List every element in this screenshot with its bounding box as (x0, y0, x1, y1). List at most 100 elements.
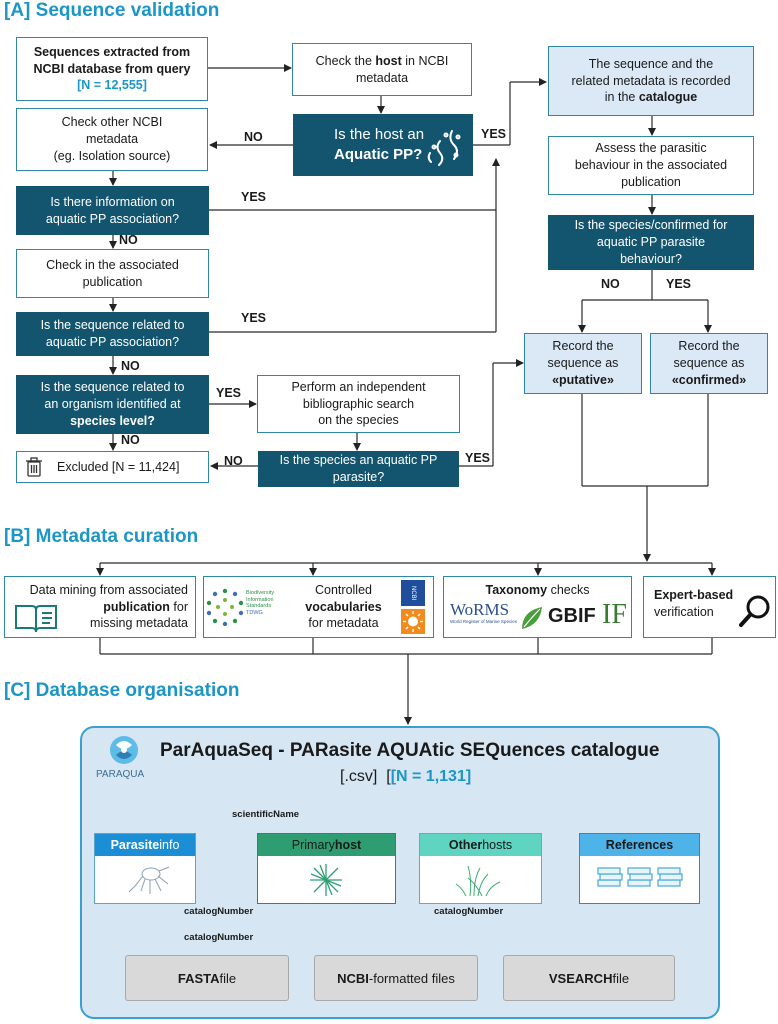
check-host-text-d: metadata (355, 70, 409, 85)
mining-line2: publication (103, 599, 170, 614)
record-putative-box: Record the sequence as «putative» (524, 333, 642, 394)
confirmed-line1: Record the (678, 339, 740, 354)
tdwg-line2: Information (246, 596, 274, 603)
label-yes-org: YES (216, 386, 242, 400)
bibliographic-search-box: Perform an independent bibliographic sea… (257, 375, 460, 433)
magnifier-icon (739, 595, 770, 627)
parasite-b: info (159, 838, 180, 852)
host-b: host (334, 838, 362, 852)
confirmed-behaviour-decision: Is the species/confirmed for aquatic PP … (548, 215, 754, 270)
confirmed-line2: sequence as (673, 356, 745, 371)
label-yes-confirmed: YES (666, 277, 692, 291)
check-host-text-a: Check the (315, 53, 376, 68)
check-pub-line2: publication (82, 274, 143, 289)
if-logo: IF (602, 599, 627, 630)
mining-line1: Data mining from associated (29, 582, 188, 597)
info-aquatic-decision: Is there information on aquatic PP assoc… (16, 186, 209, 235)
extract-line2: NCBI database from query (33, 61, 191, 76)
table-other-hosts: Other hosts (419, 833, 542, 904)
section-a-title: [A] Sequence validation (4, 0, 220, 21)
taxonomy-b: checks (547, 583, 590, 597)
fasta-a: FASTA (177, 970, 220, 986)
catalogue-title: ParAquaSeq - PARasite AQUAtic SEQuences … (160, 740, 660, 761)
books-stack-icon (597, 867, 683, 887)
label-no-org: NO (121, 433, 140, 447)
extract-line1: Sequences extracted from (33, 44, 191, 59)
mining-line2b: for (169, 599, 188, 614)
catalogue-line1: The sequence and the (588, 56, 714, 71)
label-catalog-number-3: catalogNumber (184, 932, 254, 943)
label-catalog-number-1: catalogNumber (184, 906, 254, 917)
putative-line2: sequence as (547, 356, 619, 371)
extract-count: [N = 12,555] (77, 78, 147, 93)
worms-logo: WoRMS (450, 600, 510, 619)
is-host-line2: Aquatic PP? (334, 146, 423, 163)
putative-line1: Record the (552, 339, 614, 354)
excluded-text: Excluded [N = 11,424] (57, 459, 180, 474)
check-pub-line1: Check in the associated (46, 257, 179, 272)
is-host-aquatic-decision: Is the host an Aquatic PP? (293, 114, 473, 176)
is-host-line1: Is the host an (334, 125, 425, 143)
assess-line2: behaviour in the associated (574, 158, 728, 173)
org-line2: an organism identified at (44, 397, 181, 412)
tdwg-logo-text: Biodiversity Information Standards TDWG (246, 590, 274, 616)
label-yes-info: YES (241, 190, 267, 204)
parasite-icon (128, 866, 170, 894)
ncbi-logo-text: NCBI (410, 585, 416, 601)
open-book-icon (15, 605, 57, 633)
paraqua-logo-icon (110, 736, 138, 764)
label-no-confirmed: NO (601, 277, 620, 291)
check-host-box: Check the host in NCBI metadata (292, 43, 472, 96)
check-other-line2: metadata (85, 132, 139, 147)
catalogue-subtitle: [.csv] [[N = 1,131] (340, 768, 472, 785)
ncbi-logo-icon: NCBI (401, 580, 425, 606)
taxonomy-a: Taxonomy (485, 583, 548, 597)
related-line2: aquatic PP association? (45, 335, 180, 349)
info-line1: Is there information on (50, 194, 175, 209)
confirmed-line3: «confirmed» (671, 372, 747, 387)
catalogue-format: [.csv] (340, 768, 378, 785)
species-line2: parasite? (332, 470, 385, 484)
vocab-line2: vocabularies (305, 599, 382, 614)
vocab-line3: for metadata (308, 616, 379, 631)
related-aquatic-decision: Is the sequence related to aquatic PP as… (16, 312, 209, 356)
biblio-line1: Perform an independent (291, 379, 426, 394)
host-a: Primary (291, 838, 335, 852)
taxonomy-checks-box: Taxonomy checks (443, 576, 632, 638)
references-header: References (580, 834, 699, 856)
section-b-title: [B] Metadata curation (4, 526, 199, 547)
gbif-logo: GBIF (548, 605, 596, 627)
biblio-line3: on the species (318, 413, 399, 428)
confirmed-q-line3: behaviour? (620, 251, 682, 266)
worms-subtitle: World Register of Marine Species (450, 619, 517, 624)
sequences-extracted-box: Sequences extracted from NCBI database f… (16, 37, 208, 101)
label-no-related: NO (121, 359, 140, 373)
org-line3: species level? (70, 413, 155, 428)
biblio-line2: bibliographic search (302, 396, 415, 411)
ncbi-b: -formatted files (368, 970, 455, 986)
plankton-icon (427, 130, 461, 166)
mining-line3: missing metadata (90, 616, 188, 631)
tdwg-logo-icon (206, 588, 244, 626)
parasite-a: Parasite (110, 838, 160, 852)
catalogue-line2: related metadata is recorded (571, 73, 731, 88)
references-label: References (605, 838, 674, 852)
check-host-text-c: in NCBI (401, 53, 449, 68)
fasta-b: file (219, 970, 237, 986)
related-line1: Is the sequence related to (40, 318, 185, 333)
catalogue-line3a: in the (604, 90, 639, 105)
org-line1: Is the sequence related to (40, 380, 185, 395)
primary-host-header: Primary host (258, 834, 395, 856)
paraqua-logo-text: PARAQUA (96, 769, 145, 780)
species-line1: Is the species an aquatic PP (279, 453, 438, 468)
label-no-species: NO (224, 454, 243, 468)
tdwg-line4: TDWG (246, 609, 263, 616)
label-catalog-number-2: catalogNumber (434, 906, 504, 917)
controlled-vocabularies-box: Controlled vocabularies for metadata (203, 576, 434, 638)
other-hosts-header: Other hosts (420, 834, 541, 856)
expert-a: Expert-based (654, 588, 734, 602)
tdwg-line3: Standards (246, 603, 272, 610)
vsearch-a: VSEARCH (548, 970, 613, 986)
label-yes-host: YES (481, 127, 507, 141)
label-no-host: NO (244, 130, 263, 144)
